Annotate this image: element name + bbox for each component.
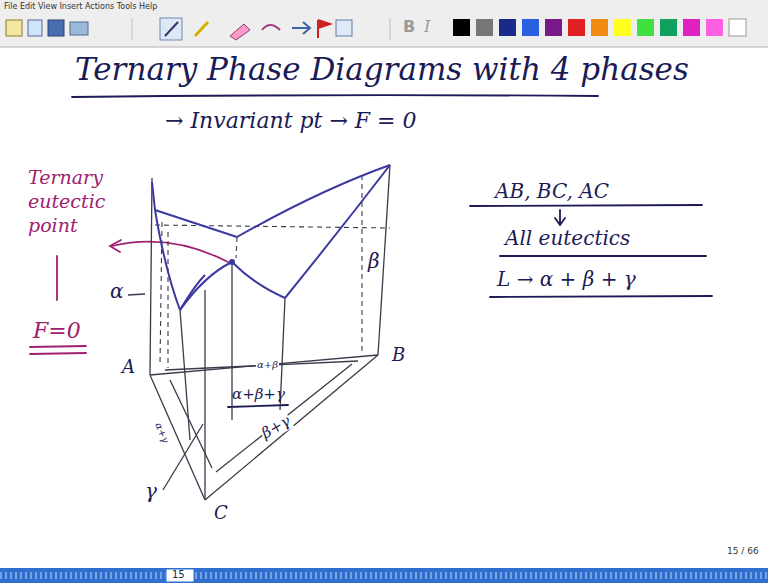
corner-label: B xyxy=(392,345,405,366)
bottom-bar xyxy=(0,568,768,583)
toolbar-part xyxy=(476,19,493,36)
prism-edges-part xyxy=(128,294,145,295)
toolbar-part xyxy=(499,19,516,36)
phase-label: β xyxy=(368,250,380,273)
toolbar-part xyxy=(160,18,182,40)
callout-strokes-part xyxy=(56,256,58,300)
prism-edges-part xyxy=(150,178,152,375)
toolbar-part xyxy=(0,47,768,48)
toolbar-part xyxy=(568,19,585,36)
slide-title: Ternary Phase Diagrams with 4 phases xyxy=(75,52,689,88)
toolbar-part xyxy=(660,19,677,36)
toolbar-part xyxy=(683,19,700,36)
toolbar-part xyxy=(6,20,22,36)
region-label: β+γ xyxy=(258,412,295,443)
hidden-edges-part xyxy=(167,232,168,368)
prism-edges-part xyxy=(205,355,378,500)
toolbar-part xyxy=(262,25,280,30)
italic-button: I xyxy=(424,18,430,36)
phase-label: α xyxy=(110,280,124,303)
liquidus-valleys-part xyxy=(232,262,285,298)
callout-strokes-part xyxy=(112,242,228,262)
reaction-equation: L → α + β + γ xyxy=(497,268,636,291)
handwritten-strokes xyxy=(72,95,712,407)
handwritten-strokes-part xyxy=(228,405,288,407)
liquidus-valleys xyxy=(152,165,390,310)
prism-edges xyxy=(128,165,390,500)
binary-systems: AB, BC, AC xyxy=(495,180,609,203)
prism-edges-part xyxy=(378,165,390,355)
menu-bar: File Edit View Insert Actions Tools Help xyxy=(4,2,157,11)
ternary-eutectic-dot xyxy=(229,259,235,265)
liquidus-valleys-part xyxy=(180,262,232,310)
hidden-edges-part xyxy=(155,225,390,228)
bottom-bar-part xyxy=(0,568,768,583)
callout-strokes-part xyxy=(110,240,121,252)
toolbar xyxy=(0,0,768,47)
handwritten-strokes-part xyxy=(72,95,598,97)
liquidus-valleys-part xyxy=(155,210,180,310)
callout-strokes xyxy=(30,240,228,354)
region-label: α+γ xyxy=(152,420,171,446)
toolbar-part xyxy=(614,19,631,36)
region-label: α+β xyxy=(256,359,279,371)
toolbar-part xyxy=(453,19,470,36)
page-number: 15 / 66 xyxy=(727,546,759,556)
toolbar-part xyxy=(230,24,250,40)
prism-edges-part xyxy=(216,364,352,472)
callout-strokes-part xyxy=(30,346,86,354)
toolbar-part xyxy=(522,19,539,36)
slide-counter: 15 xyxy=(172,569,185,581)
toolbar-part xyxy=(318,20,330,38)
corner-label: C xyxy=(214,503,228,524)
callout-label: Ternary eutectic point xyxy=(28,166,112,237)
toolbar-part xyxy=(545,19,562,36)
toolbar-part xyxy=(70,22,88,35)
toolbar-part xyxy=(292,22,310,34)
liquidus-valleys-part xyxy=(285,165,390,298)
degrees-of-freedom: F=0 xyxy=(33,318,81,343)
region-label: α+β+γ xyxy=(232,386,285,403)
toolbar-part xyxy=(336,20,352,36)
handwritten-strokes-part xyxy=(490,296,712,297)
handwritten-strokes-part xyxy=(500,255,706,257)
toolbar-part xyxy=(0,0,768,47)
phase-label: γ xyxy=(145,480,157,503)
prism-edges-part xyxy=(170,380,212,468)
liquidus-valleys-part xyxy=(180,275,205,310)
corner-label: A xyxy=(122,357,135,378)
toolbar-part xyxy=(132,18,133,40)
toolbar-part xyxy=(591,19,608,36)
handwritten-strokes-part xyxy=(470,205,702,206)
toolbar-part xyxy=(706,19,723,36)
liquidus-valleys-part xyxy=(155,210,237,237)
liquidus-valleys-part xyxy=(237,165,390,237)
toolbar-part xyxy=(48,20,64,36)
handwritten-strokes-part xyxy=(555,210,565,225)
prism-edges-part xyxy=(204,290,205,500)
bottom-bar-part xyxy=(0,572,768,579)
hidden-edges-part xyxy=(236,237,237,258)
liquidus-valleys-part xyxy=(152,182,155,210)
bottom-bar-part xyxy=(166,569,194,582)
invariant-note: → Invariant pt → F = 0 xyxy=(165,108,417,133)
prism-edges-part xyxy=(180,310,190,440)
eutectic-note: All eutectics xyxy=(505,227,630,250)
toolbar-part xyxy=(729,19,746,36)
toolbar-part xyxy=(195,22,208,36)
toolbar-part xyxy=(637,19,654,36)
bold-button: B xyxy=(403,18,415,36)
toolbar-part xyxy=(28,20,42,36)
toolbar-part xyxy=(390,18,391,40)
toolbar-part xyxy=(165,22,178,36)
hidden-edges xyxy=(155,175,390,368)
